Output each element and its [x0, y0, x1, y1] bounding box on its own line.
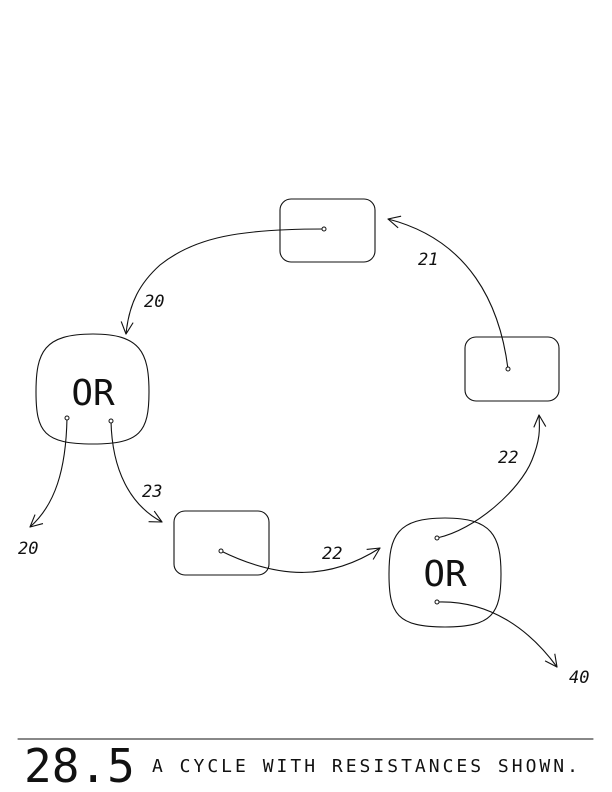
right-box-port — [505, 366, 511, 372]
right-box-node — [464, 336, 560, 402]
resistance-label: 21 — [418, 250, 438, 270]
bottom-box-port — [218, 548, 224, 554]
edge-left-or-to-bottom-box — [110, 420, 163, 523]
left-or-port-right — [108, 418, 114, 424]
resistance-label: 40 — [569, 668, 589, 688]
bottom-or-port-top — [434, 535, 440, 541]
resistance-label: 22 — [498, 448, 518, 468]
edge-bottom-or-exit — [436, 601, 558, 668]
edge-left-or-exit — [29, 417, 68, 528]
resistance-label: 20 — [144, 292, 164, 312]
left-or-label: OR — [71, 373, 115, 414]
bottom-or-label: OR — [423, 554, 467, 595]
bottom-box-node — [173, 510, 270, 576]
top-box-port — [321, 226, 327, 232]
bottom-or-node — [388, 517, 502, 628]
figure-number: 28.5 — [24, 739, 135, 792]
left-or-port-left — [64, 415, 70, 421]
resistance-label: 20 — [18, 539, 38, 559]
edge-top-to-left-or — [120, 228, 325, 335]
figure-caption: A CYCLE WITH RESISTANCES SHOWN. — [152, 756, 581, 777]
edge-bottom-or-to-right — [436, 414, 547, 539]
edge-bottom-box-to-bottom-or — [220, 547, 381, 573]
resistance-label: 23 — [142, 482, 162, 502]
left-or-node — [35, 333, 150, 445]
edge-right-to-top — [387, 215, 509, 370]
bottom-or-port-bottom — [434, 599, 440, 605]
top-box-node — [279, 198, 376, 263]
resistance-label: 22 — [322, 544, 342, 564]
